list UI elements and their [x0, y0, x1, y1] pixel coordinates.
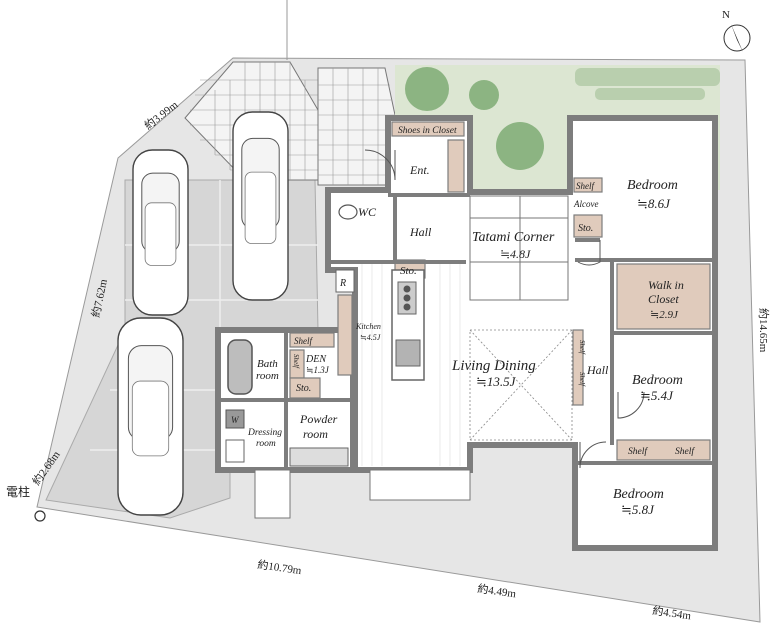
living-void: [469, 329, 573, 441]
label-entrance: Ent.: [409, 163, 430, 177]
label-shoes: Shoes in Closet: [398, 126, 457, 136]
car-2: [232, 111, 289, 301]
label-bedroom1-size: ≒8.6J: [637, 196, 671, 211]
label-dressing-1: Dressing: [247, 428, 282, 438]
washer: [225, 409, 245, 429]
label-bath-2: room: [256, 370, 279, 382]
bathtub: [227, 339, 253, 395]
tree-3: [496, 122, 544, 170]
label-living: Living Dining: [451, 358, 536, 374]
living-floor-lines: [361, 262, 461, 466]
label-living-size: ≒13.5J: [476, 374, 517, 389]
car-3: [117, 317, 184, 516]
porch-tile-grid: [318, 68, 395, 185]
tree-1: [405, 67, 449, 111]
dressing-sink: [225, 439, 245, 463]
room-labels: Shoes in Closet Ent. WC Hall Sto. Tatami…: [231, 126, 695, 517]
label-den: DEN: [305, 354, 327, 365]
label-washer: W: [231, 415, 240, 425]
label-storage-bed1: Sto.: [578, 223, 593, 234]
label-wc: WC: [358, 205, 377, 219]
label-shelf-alcove: Shelf: [576, 181, 595, 191]
parked-cars: [117, 111, 289, 516]
label-shelf-den-v: Shelf: [292, 354, 300, 369]
toilet: [338, 204, 358, 220]
label-den-size: ≒1.3J: [306, 365, 330, 375]
compass-icon: N: [722, 9, 751, 52]
label-tatami-size: ≒4.8J: [500, 247, 531, 261]
tile-porch: [317, 67, 396, 186]
tree-2: [469, 80, 499, 110]
label-shelf-v2: Shelf: [578, 372, 586, 387]
interior-partitions: [218, 193, 715, 470]
dim-south-1: 約10.79m: [257, 557, 303, 577]
tatami-mats: [469, 195, 569, 301]
label-fridge: R: [339, 278, 346, 289]
shrubs: [575, 68, 720, 100]
fridge: [335, 269, 355, 293]
utility-pole-label: 電柱: [6, 484, 30, 499]
label-kitchen-size: ≒4.5J: [360, 333, 381, 342]
dim-south-2: 約4.49m: [477, 581, 518, 600]
label-powder-2: room: [303, 427, 328, 441]
compass-north-label: N: [722, 9, 730, 21]
entry-steps: [254, 469, 471, 519]
vanity: [289, 447, 349, 467]
label-bath-1: Bath: [257, 358, 278, 370]
label-bedroom2-size: ≒5.4J: [640, 388, 674, 403]
label-bedroom3-size: ≒5.8J: [621, 502, 655, 517]
dim-east: 約14.65m: [757, 308, 771, 353]
utility-pole-icon: [34, 510, 46, 522]
door-swings: [364, 149, 645, 469]
label-shelf-den-h: Shelf: [294, 336, 313, 346]
label-kitchen: Kitchen: [355, 322, 381, 331]
label-shelf-b2a: Shelf: [628, 446, 648, 457]
label-dressing-2: room: [256, 439, 276, 449]
label-hall-upper: Hall: [409, 225, 432, 239]
storage-fills: [289, 121, 711, 461]
car-1: [132, 149, 189, 316]
label-walk-in-1: Walk in: [648, 278, 684, 292]
label-storage-hall: Sto.: [400, 265, 417, 277]
label-hall-right: Hall: [586, 363, 609, 377]
label-storage-den: Sto.: [296, 383, 311, 394]
kitchen-island: [391, 269, 425, 381]
label-walk-in-2: Closet: [648, 292, 679, 306]
label-bedroom3: Bedroom: [613, 487, 664, 502]
label-tatami: Tatami Corner: [472, 230, 555, 245]
label-bedroom1: Bedroom: [627, 178, 678, 193]
label-shelf-b2b: Shelf: [675, 446, 695, 457]
label-shelf-v1: Shelf: [578, 340, 586, 355]
label-powder-1: Powder: [299, 412, 338, 426]
label-walk-in-size: ≒2.9J: [650, 309, 679, 321]
label-alcove: Alcove: [573, 199, 598, 209]
label-bedroom2: Bedroom: [632, 373, 683, 388]
